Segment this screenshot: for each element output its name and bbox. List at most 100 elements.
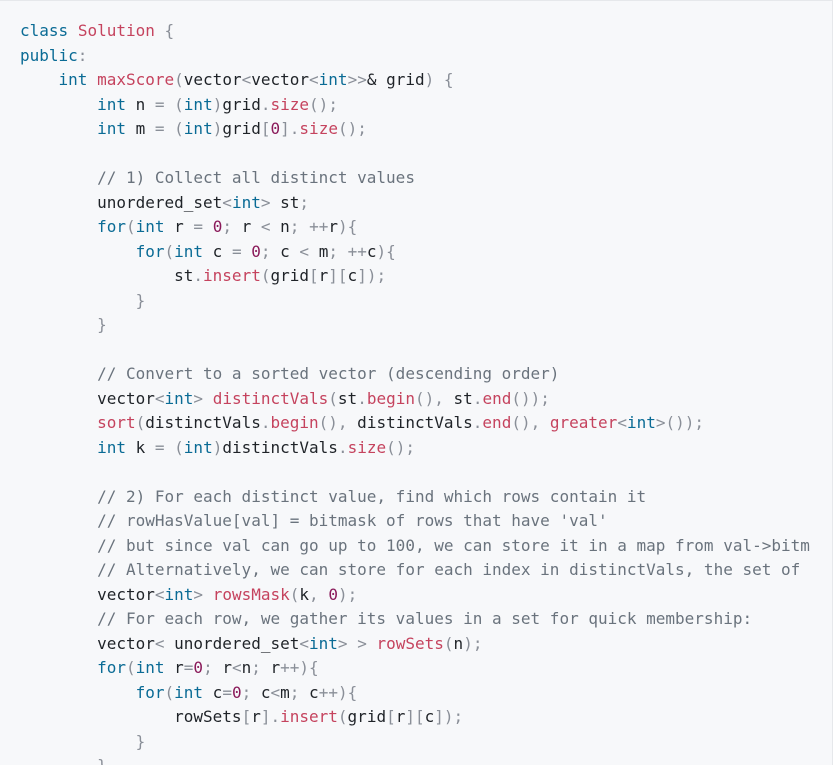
code-line: } (20, 730, 810, 755)
code-token: int (231, 192, 261, 212)
code-token: st (337, 388, 358, 408)
code-token: insert (203, 266, 261, 285)
code-token: 0 (251, 241, 261, 261)
code-token: } (135, 731, 146, 751)
code-token (165, 95, 175, 114)
code-token: c (270, 241, 300, 261)
code-token: maxScore (97, 70, 175, 89)
code-token: ()); (511, 388, 550, 408)
code-token: distinctVals (347, 413, 473, 432)
code-token: rowSets (376, 633, 444, 653)
code-content: class Solution {public: int maxScore(vec… (20, 19, 810, 765)
code-token: ; (251, 658, 261, 677)
code-token: int (164, 584, 194, 604)
code-token: 0 (231, 682, 242, 702)
code-token: // but since val can go up to 100, we ca… (97, 535, 810, 555)
code-token (20, 536, 97, 555)
code-token: int (174, 682, 204, 702)
code-token: n (241, 658, 252, 677)
code-token: // rowHasValue[val] = bitmask of rows th… (97, 511, 608, 530)
code-token: = (193, 217, 204, 236)
code-token: 0 (270, 119, 281, 138)
code-token: grid (270, 266, 309, 285)
code-token: < (270, 682, 281, 702)
code-token: ( (260, 266, 271, 285)
code-line: int m = (int)grid[0].size(); (20, 117, 810, 142)
code-token: < (260, 217, 271, 236)
code-token: < (154, 633, 165, 653)
code-token: = (222, 682, 232, 702)
code-line: class Solution { (20, 19, 810, 44)
code-token: st (20, 266, 194, 285)
code-line: sort(distinctVals.begin(), distinctVals.… (20, 411, 810, 436)
code-token: (); (309, 94, 338, 114)
code-token: int (183, 94, 213, 114)
code-token: rowsMask (212, 584, 290, 604)
code-token: begin (366, 388, 415, 408)
code-token: vector (20, 633, 155, 653)
code-token: int (97, 437, 126, 457)
code-token (299, 217, 309, 236)
code-token: for (135, 241, 165, 261)
code-token (20, 683, 136, 702)
code-token (20, 315, 97, 334)
code-token: ; (260, 241, 271, 261)
code-token: ( (174, 119, 184, 138)
code-token (20, 487, 97, 506)
code-token: r (251, 707, 261, 726)
code-token (338, 242, 348, 261)
code-token: for (97, 217, 126, 236)
code-token: ]); (357, 266, 387, 285)
code-token: end (482, 388, 512, 408)
code-token: ( (328, 388, 338, 408)
code-token (20, 658, 97, 677)
code-token: for (135, 682, 165, 702)
code-token: n (125, 94, 155, 114)
code-token: { (443, 70, 454, 89)
code-token: >> (347, 70, 367, 89)
code-token: 0 (328, 584, 338, 604)
code-token: k (125, 437, 155, 457)
code-token: size (270, 94, 310, 114)
code-token: for (97, 658, 126, 677)
code-token: < (309, 70, 319, 89)
code-line: int maxScore(vector<vector<int>>& grid) … (20, 68, 810, 93)
code-token: begin (270, 413, 319, 432)
code-token: ( (125, 217, 136, 236)
code-token: grid (222, 94, 261, 114)
code-token: ++ (347, 241, 367, 261)
code-token: < (154, 388, 165, 408)
code-line: public: (20, 44, 810, 69)
code-token: ; (289, 217, 300, 236)
code-token: st (270, 192, 300, 212)
code-line: int n = (int)grid.size(); (20, 93, 810, 118)
code-token: } (97, 756, 107, 765)
code-token: r (164, 658, 184, 677)
code-token (203, 389, 213, 408)
code-token: ( (174, 437, 184, 457)
code-token: m (125, 119, 155, 138)
code-token: Solution (77, 21, 155, 40)
code-token (20, 560, 97, 579)
code-token: int (626, 413, 656, 432)
code-token: ; (289, 682, 300, 702)
code-token: } (135, 290, 146, 310)
code-token: // 2) For each distinct value, find whic… (97, 486, 647, 506)
code-token: k (299, 584, 310, 604)
code-line: // 2) For each distinct value, find whic… (20, 485, 810, 510)
code-token: n (453, 633, 464, 653)
code-token: = (154, 119, 165, 138)
code-token: greater (549, 413, 618, 432)
code-token: c (203, 241, 232, 261)
code-token (20, 732, 136, 751)
code-token: ( (164, 241, 175, 261)
code-token: ){ (376, 241, 396, 261)
code-token: . (472, 413, 483, 432)
code-token: ( (125, 658, 136, 677)
code-token: r (318, 266, 329, 285)
code-token: < (154, 584, 165, 604)
code-token (165, 119, 175, 138)
code-token: size (299, 119, 338, 138)
code-token: ; (222, 217, 232, 236)
code-token (87, 70, 97, 89)
